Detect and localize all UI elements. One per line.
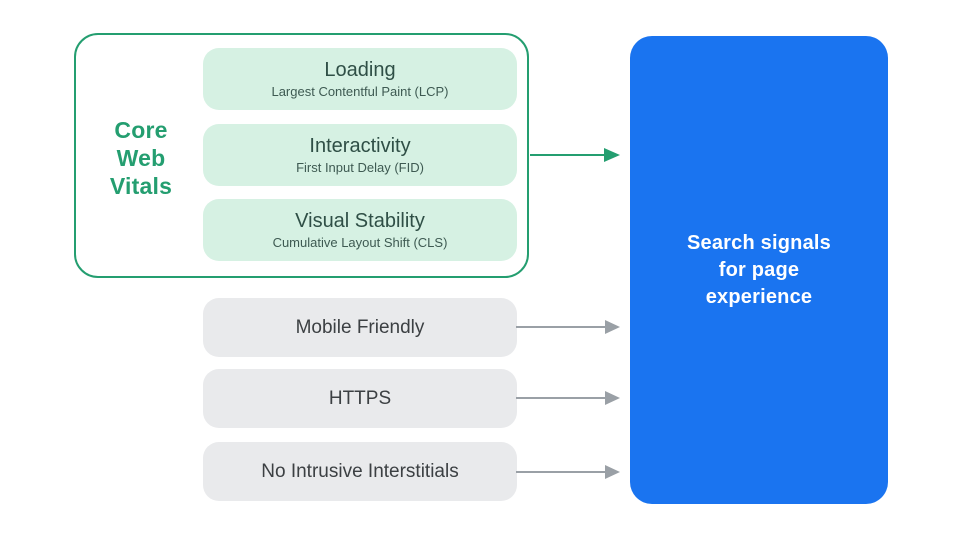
vital-title: Loading — [324, 59, 396, 81]
signal-label: HTTPS — [328, 388, 392, 409]
mobile-friendly-arrow — [516, 319, 620, 335]
interstitials-arrow — [516, 464, 620, 480]
core-web-vitals-label-line: Web — [116, 145, 166, 171]
search-signals-text-line: for page — [718, 258, 800, 281]
core-web-vitals-label-line: Vitals — [109, 173, 173, 199]
vital-pill-visual-stability: Visual Stability Cumulative Layout Shift… — [203, 199, 517, 261]
search-signals-text-line: experience — [705, 285, 813, 308]
vital-subtitle: First Input Delay (FID) — [296, 160, 424, 175]
signal-label: Mobile Friendly — [295, 317, 425, 338]
arrow-head-icon — [605, 391, 620, 405]
vital-pill-interactivity: Interactivity First Input Delay (FID) — [203, 124, 517, 186]
search-signals-box: Search signals for page experience — [630, 36, 888, 504]
vital-pill-loading: Loading Largest Contentful Paint (LCP) — [203, 48, 517, 110]
arrow-line — [530, 153, 604, 157]
signal-pill-https: HTTPS — [203, 369, 517, 428]
signal-pill-no-intrusive-interstitials: No Intrusive Interstitials — [203, 442, 517, 501]
signal-label: No Intrusive Interstitials — [261, 461, 459, 482]
core-web-vitals-arrow — [530, 147, 620, 163]
arrow-head-icon — [604, 148, 620, 162]
signal-pill-mobile-friendly: Mobile Friendly — [203, 298, 517, 357]
arrow-head-icon — [605, 465, 620, 479]
arrow-line — [516, 397, 605, 399]
vital-subtitle: Largest Contentful Paint (LCP) — [271, 84, 449, 99]
vital-subtitle: Cumulative Layout Shift (CLS) — [272, 235, 448, 250]
vital-title: Interactivity — [309, 135, 411, 157]
arrow-line — [516, 326, 605, 328]
vital-title: Visual Stability — [295, 210, 425, 232]
core-web-vitals-label: Core Web Vitals — [80, 116, 202, 200]
core-web-vitals-label-line: Core — [114, 117, 168, 143]
https-arrow — [516, 390, 620, 406]
arrow-line — [516, 471, 605, 473]
search-signals-text-line: Search signals — [687, 231, 831, 254]
arrow-head-icon — [605, 320, 620, 334]
